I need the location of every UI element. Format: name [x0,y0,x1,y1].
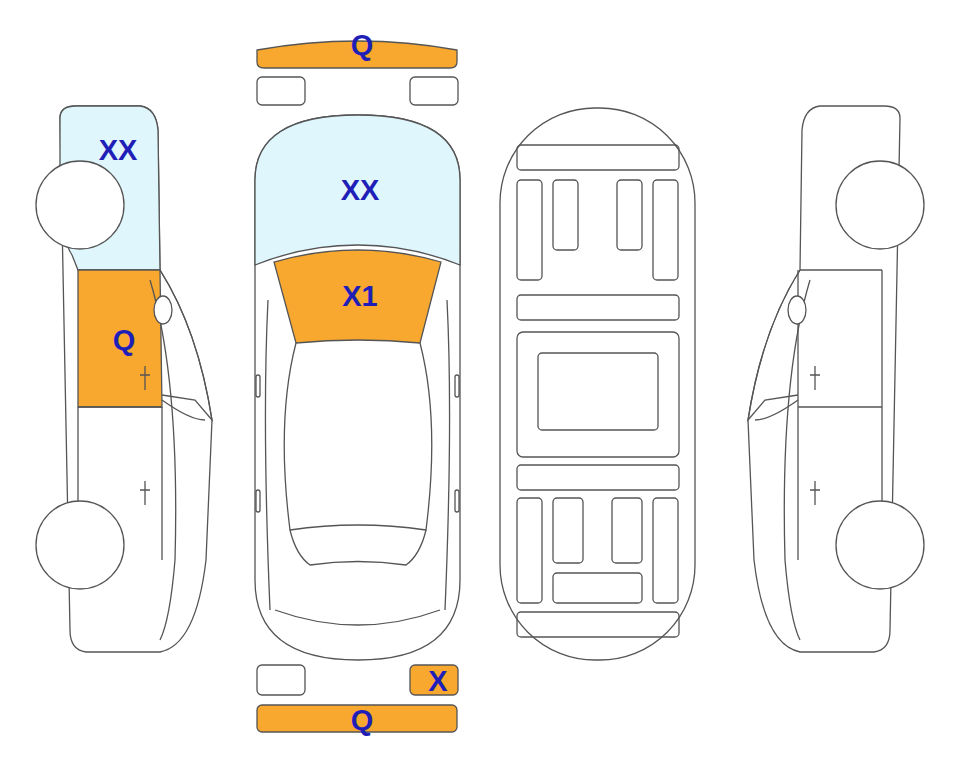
right-side-view [748,106,924,652]
top-view [255,41,460,732]
damage-code: X [428,667,447,696]
damage-code: X1 [342,282,377,311]
damage-code: Q [351,31,374,60]
underside-view [500,108,695,660]
damage-code: Q [113,326,136,355]
left-side-view [36,106,212,652]
damage-code: XX [341,176,380,205]
damage-code: XX [99,136,138,165]
damage-code: Q [351,706,374,735]
